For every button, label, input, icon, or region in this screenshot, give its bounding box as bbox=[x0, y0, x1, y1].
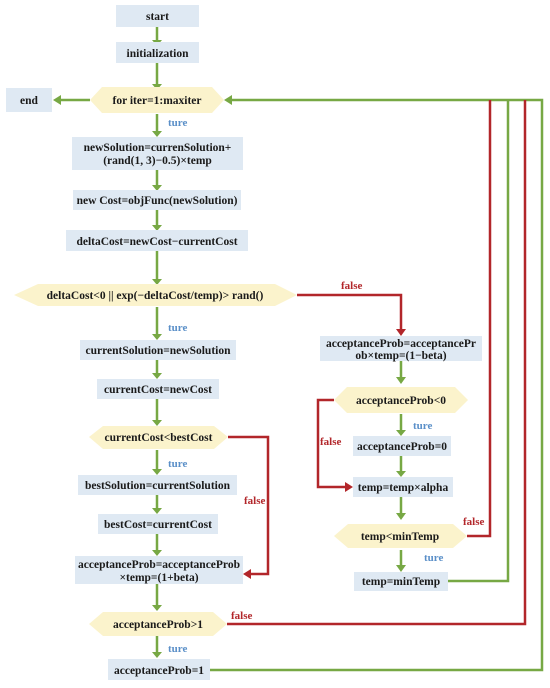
node-acceptance-prob-set1: acceptanceProb=1 bbox=[108, 659, 210, 680]
node-new-solution-line1: newSolution=currenSolution+ bbox=[84, 142, 232, 154]
node-temp-alpha-text: temp=temp×alpha bbox=[358, 482, 449, 494]
node-temp-min-decision-text: temp<minTemp bbox=[361, 531, 439, 543]
node-acceptance-prob-increase: acceptanceProb=acceptanceProb ×temp=(1+b… bbox=[75, 556, 243, 584]
node-end-text: end bbox=[20, 95, 39, 107]
false-label-ap-lt0: false bbox=[320, 436, 342, 448]
branch-labels: ture ture ture ture ture ture false fals… bbox=[168, 117, 485, 655]
node-acceptance-prob-increase-line1: acceptanceProb=acceptanceProb bbox=[78, 559, 240, 571]
node-accept-decision: deltaCost<0 || exp(−deltaCost/temp)> ran… bbox=[14, 284, 297, 306]
node-current-solution: currentSolution=newSolution bbox=[80, 340, 236, 360]
loop-back-lines bbox=[210, 95, 544, 672]
node-acceptance-prob-lt0-text: acceptanceProb<0 bbox=[356, 395, 446, 407]
node-new-cost-text: new Cost=objFunc(newSolution) bbox=[77, 195, 238, 207]
true-label-accept: ture bbox=[168, 322, 187, 334]
node-acceptance-prob-decrease: acceptanceProb=acceptancePr ob×temp=(1−b… bbox=[320, 336, 482, 362]
node-acceptance-prob-gt1-decision: acceptanceProb>1 bbox=[89, 612, 227, 636]
node-best-solution-text: bestSolution=currentSolution bbox=[85, 480, 231, 492]
node-best-solution: bestSolution=currentSolution bbox=[78, 475, 237, 495]
node-acceptance-prob-set1-text: acceptanceProb=1 bbox=[114, 665, 204, 677]
node-best-cost-decision-text: currentCost<bestCost bbox=[105, 432, 213, 444]
node-initialization-text: initialization bbox=[127, 48, 190, 60]
node-acceptance-prob-decrease-line1: acceptanceProb=acceptancePr bbox=[326, 338, 476, 350]
node-start-text: start bbox=[146, 11, 169, 23]
node-acceptance-prob-gt1-text: acceptanceProb>1 bbox=[113, 619, 203, 631]
node-best-cost-decision: currentCost<bestCost bbox=[89, 426, 228, 449]
node-start: start bbox=[116, 5, 199, 27]
node-temp-alpha: temp=temp×alpha bbox=[353, 477, 453, 497]
false-label-temp-min: false bbox=[463, 516, 485, 528]
false-label-ap-gt1: false bbox=[231, 610, 253, 622]
node-delta-cost: deltaCost=newCost−currentCost bbox=[66, 230, 248, 251]
node-acceptance-prob-set0: acceptanceProb=0 bbox=[353, 436, 451, 456]
true-label-temp-min: ture bbox=[424, 552, 443, 564]
node-acceptance-prob-set0-text: acceptanceProb=0 bbox=[357, 441, 447, 453]
false-label-accept: false bbox=[341, 280, 363, 292]
node-acceptance-prob-decrease-line2: ob×temp=(1−beta) bbox=[355, 350, 446, 362]
node-loop-text: for iter=1:maxiter bbox=[112, 95, 201, 107]
node-loop-decision: for iter=1:maxiter bbox=[90, 87, 224, 113]
node-temp-min-decision: temp<minTemp bbox=[334, 524, 467, 548]
node-current-cost-text: currentCost=newCost bbox=[104, 384, 212, 396]
node-best-cost-text: bestCost=currentCost bbox=[104, 519, 212, 531]
node-new-cost: new Cost=objFunc(newSolution) bbox=[73, 190, 241, 210]
node-temp-set-min-text: temp=minTemp bbox=[362, 576, 440, 588]
true-label-best-cost: ture bbox=[168, 458, 187, 470]
node-end: end bbox=[6, 88, 52, 112]
right-flow-arrows bbox=[396, 361, 406, 572]
true-label-ap-lt0: ture bbox=[413, 420, 432, 432]
true-label-loop: ture bbox=[168, 117, 187, 129]
node-new-solution-line2: (rand(1, 3)−0.5)×temp bbox=[103, 155, 212, 167]
main-flow-arrows bbox=[53, 27, 162, 658]
node-temp-set-min: temp=minTemp bbox=[354, 572, 448, 591]
node-delta-cost-text: deltaCost=newCost−currentCost bbox=[76, 236, 237, 248]
node-acceptance-prob-lt0-decision: acceptanceProb<0 bbox=[334, 387, 468, 413]
node-current-solution-text: currentSolution=newSolution bbox=[85, 345, 231, 357]
node-accept-decision-text: deltaCost<0 || exp(−deltaCost/temp)> ran… bbox=[47, 290, 264, 302]
false-flow-arrows bbox=[227, 100, 527, 626]
node-current-cost: currentCost=newCost bbox=[97, 379, 219, 399]
node-best-cost: bestCost=currentCost bbox=[98, 514, 218, 534]
node-acceptance-prob-increase-line2: ×temp=(1+beta) bbox=[119, 572, 198, 584]
node-new-solution: newSolution=currenSolution+ (rand(1, 3)−… bbox=[72, 137, 243, 170]
true-label-ap-gt1: ture bbox=[168, 643, 187, 655]
node-initialization: initialization bbox=[116, 42, 199, 63]
false-label-best-cost: false bbox=[244, 495, 266, 507]
